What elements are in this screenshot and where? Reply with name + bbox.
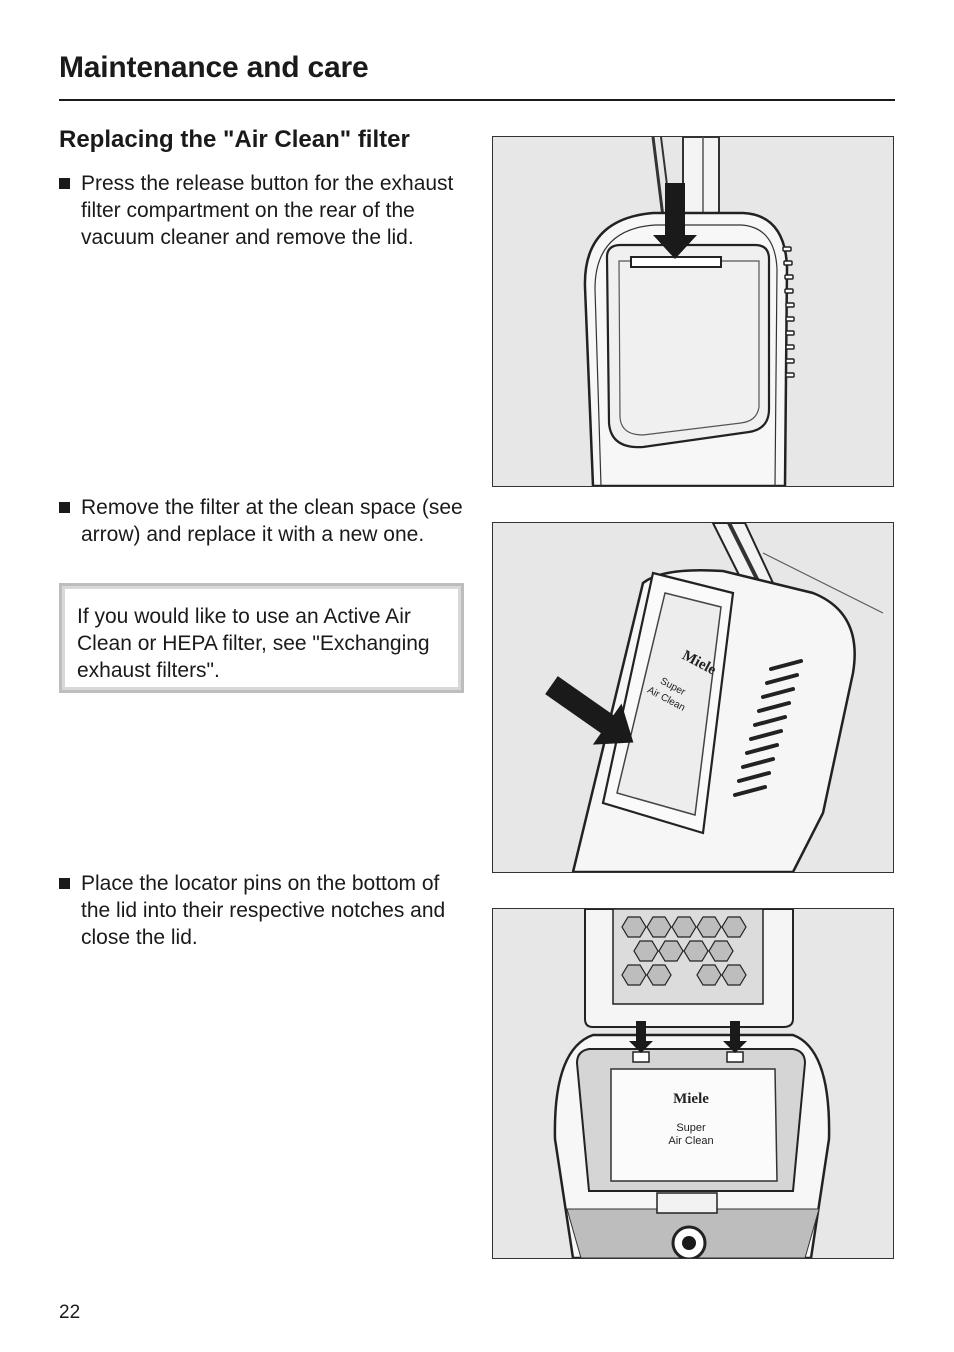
header-rule [59,99,895,101]
figure-release-button [492,136,894,487]
step-text: Place the locator pins on the bottom of … [81,872,446,949]
step-item: Press the release button for the exhaust… [59,170,469,251]
filter-model-line2: Air Clean [668,1135,713,1147]
step-item: Remove the filter at the clean space (se… [59,494,469,548]
vacuum-rear-illustration [493,137,893,486]
step-text: Press the release button for the exhaust… [81,172,454,249]
bullet-icon [59,178,70,189]
bullet-icon [59,502,70,513]
figure-close-lid: Miele Super Air Clean [492,908,894,1259]
note-text: If you would like to use an Active Air C… [77,605,430,682]
filter-model-line1: Super [676,1122,706,1134]
bullet-icon [59,878,70,889]
filter-brand-label: Miele [673,1091,709,1107]
figure-remove-filter: Miele Super Air Clean [492,522,894,873]
step-text: Remove the filter at the clean space (se… [81,496,463,546]
page-number: 22 [59,1302,81,1323]
subtitle: Replacing the "Air Clean" filter [59,126,410,153]
section-title: Maintenance and care [59,51,369,84]
note-box: If you would like to use an Active Air C… [59,583,464,693]
lid-close-illustration: Miele Super Air Clean [493,909,893,1258]
filter-removal-illustration: Miele Super Air Clean [493,523,893,872]
step-item: Place the locator pins on the bottom of … [59,870,469,951]
